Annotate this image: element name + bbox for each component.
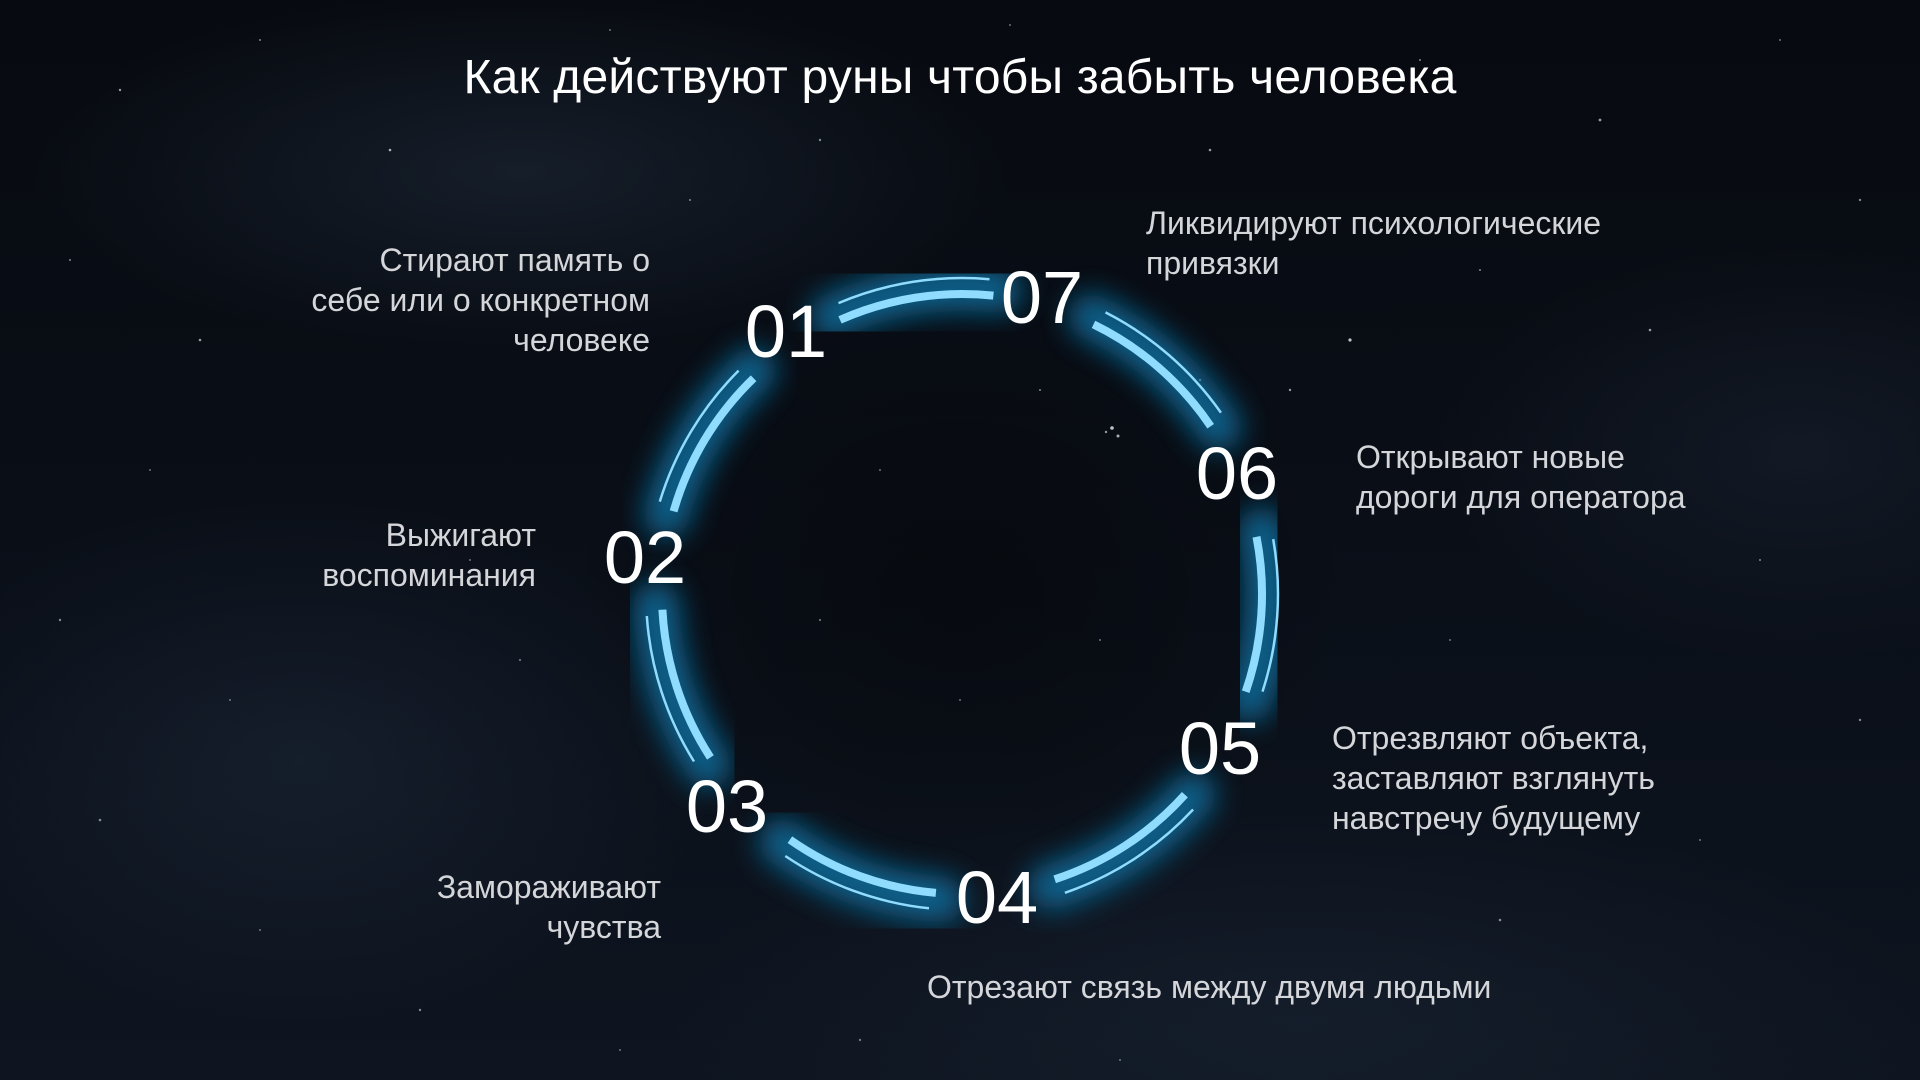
arc-segment <box>759 818 964 923</box>
arc-segment <box>643 347 777 538</box>
desc-line: Ликвидируют психологические <box>1146 205 1602 241</box>
desc-line: заставляют взглянуть <box>1332 760 1655 796</box>
desc-line: Открывают новые <box>1356 439 1625 475</box>
step-description-03: Замораживают чувства <box>437 867 661 947</box>
desc-line: Стирают память о <box>379 242 650 278</box>
step-description-07: Ликвидируют психологические привязки <box>1146 203 1601 283</box>
arc-segment <box>809 265 1023 340</box>
arc-segment <box>633 581 732 789</box>
step-description-02: Выжигают воспоминания <box>322 515 536 595</box>
step-description-05: Отрезвляют объекта, заставляют взглянуть… <box>1332 718 1655 838</box>
page-title: Как действуют руны чтобы забыть человека <box>463 51 1457 104</box>
step-number-07: 07 <box>1000 256 1084 339</box>
desc-line: привязки <box>1146 245 1280 281</box>
desc-line: воспоминания <box>322 557 536 593</box>
desc-line: Отрезают связь между двумя людьми <box>927 969 1492 1005</box>
arc-segment <box>1028 771 1216 910</box>
desc-line: навстречу будущему <box>1332 800 1641 836</box>
arc-segment <box>1226 507 1291 722</box>
step-description-04: Отрезают связь между двумя людьми <box>927 967 1491 1007</box>
desc-line: человеке <box>513 322 650 358</box>
step-number-02: 02 <box>603 516 687 599</box>
step-description-01: Стирают память о себе или о конкретном ч… <box>311 240 650 360</box>
step-number-06: 06 <box>1195 432 1279 515</box>
step-number-05: 05 <box>1178 707 1262 790</box>
desc-line: Отрезвляют объекта, <box>1332 720 1649 756</box>
desc-line: Замораживают <box>436 869 661 905</box>
desc-line: себе или о конкретном <box>311 282 650 318</box>
step-number-04: 04 <box>955 856 1039 939</box>
desc-line: чувства <box>546 909 661 945</box>
step-number-01: 01 <box>744 290 828 373</box>
desc-line: дороги для оператора <box>1356 479 1686 515</box>
arc-segment <box>1068 293 1242 451</box>
desc-line: Выжигают <box>385 517 536 553</box>
step-description-06: Открывают новые дороги для оператора <box>1356 437 1686 517</box>
step-number-03: 03 <box>685 765 769 848</box>
